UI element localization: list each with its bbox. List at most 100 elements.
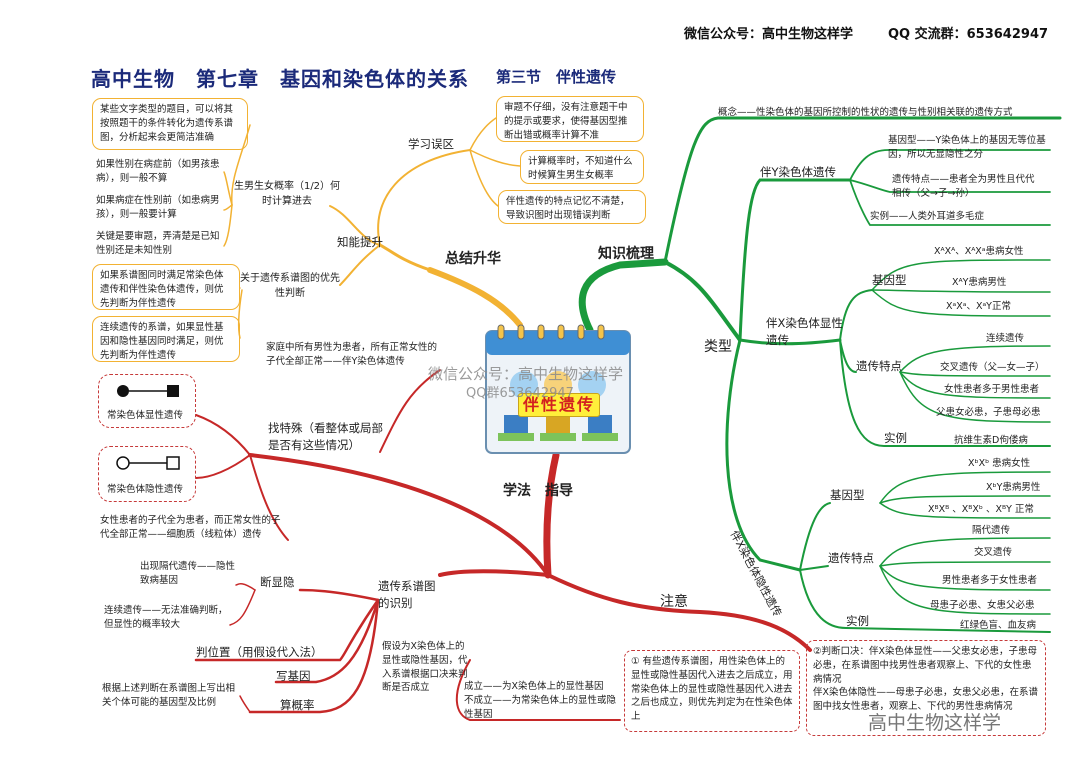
link-to-mistakes [377, 149, 471, 246]
link-xb-trait [799, 565, 829, 571]
xb-trait-3: 男性患者多于女性患者 [942, 575, 1038, 586]
watermark-center-2: QQ群653642947 [466, 386, 574, 401]
xr-example: 抗维生素D佝偻病 [954, 435, 1028, 446]
female-all: 女性患者的子代全为患者，而正常女性的子代全部正常——细胞质（线粒体）遗传 [100, 515, 281, 540]
xb-trait-2: 交叉遗传 [974, 547, 1013, 558]
priority-label: 关于遗传系谱图的优先性判断 [240, 273, 340, 299]
link-mistake-2 [469, 149, 521, 167]
note-item-1: ① 有些遗传系谱图，用性染色体上的显性或隐性基因代入进去之后成立，用常染色体上的… [624, 650, 800, 732]
xr-trait-4: 父患女必患，子患母必患 [936, 407, 1041, 418]
central-calendar-image: 伴性遗传 [484, 323, 632, 455]
xb-genotype-label: 基因型 [830, 488, 865, 502]
link-xr-t2 [899, 371, 1051, 377]
link-female-all [249, 454, 289, 541]
pedigree-dominant-icon [117, 385, 179, 397]
assume-text: 假设为X染色体上的显性或隐性基因，代入系谱根据口决来判断是否成立 [382, 641, 468, 694]
mistakes-label: 学习误区 [408, 137, 454, 151]
link-prob-calc [248, 598, 380, 714]
pedigree-recessive-icon [116, 456, 180, 470]
prob-calc-label: 算概率 [280, 698, 315, 712]
mistake-2: 计算概率时，不知道什么时候算生男生女概率 [520, 150, 644, 184]
link-assume [455, 659, 621, 721]
link-types [663, 260, 742, 342]
xb-genotype-2: XᵇY患病男性 [986, 482, 1041, 493]
genotype-write-label: 写基因 [276, 669, 311, 683]
link-mistake-1 [469, 117, 497, 151]
knowledge-main-branch [578, 258, 669, 334]
link-mistake-3 [469, 149, 499, 207]
link-dom-2 [229, 589, 256, 626]
branch-summary: 总结升华 [445, 251, 501, 267]
link-xb-t4 [879, 565, 1051, 615]
prob-calc-text: 根据上述判断在系谱图上写出相关个体可能的基因型及比例 [102, 683, 236, 708]
dominance-item-2: 连续遗传——无法准确判断，但显性的概率较大 [104, 605, 228, 630]
mistake-1: 审题不仔细，没有注意题干中的提示或要求，使得基因型推断出错或概率计算不准 [496, 96, 644, 142]
xb-trait-label: 遗传特点 [828, 551, 874, 565]
xr-genotype-label: 基因型 [872, 273, 907, 287]
xb-trait-4: 母患子必患、女患父必患 [930, 600, 1035, 611]
pedigree-recessive-box: 常染色体隐性遗传 [98, 446, 196, 502]
dominance-item-1: 出现隔代遗传——隐性致病基因 [140, 561, 236, 586]
xb-genotype-1: XᵇXᵇ 患病女性 [968, 458, 1031, 469]
link-xr-t4 [899, 371, 1051, 423]
link-y-2 [849, 179, 1051, 193]
qq-group: QQ 交流群：653642947 [888, 27, 1049, 42]
find-top: 家庭中所有男性为患者，所有正常女性的子代全部正常——伴Y染色体遗传 [266, 342, 438, 367]
recessive-label: 常染色体隐性遗传 [107, 484, 184, 495]
link-xb-g1 [879, 471, 1051, 504]
prob-label: 生男生女概率（1/2）何时计算进去 [233, 181, 341, 207]
link-dominant [195, 414, 251, 456]
link-prob-text [239, 695, 251, 713]
link-y-1 [849, 149, 1051, 181]
branch-method: 学法 指导 [503, 483, 573, 499]
section-title: 第三节 伴性遗传 [496, 68, 617, 86]
xr-trait-2: 交叉遗传（父—女—子） [940, 362, 1045, 373]
xr-genotype-1: XᴬXᴬ、XᴬXᵃ患病女性 [934, 246, 1024, 257]
x-dominant-label: 伴X染色体显性遗传 [766, 316, 843, 347]
y-example: 实例——人类外耳道多毛症 [870, 211, 985, 222]
link-find-top [379, 369, 441, 453]
link-xb-t3 [879, 565, 1051, 591]
link-xr-g2 [871, 289, 1051, 293]
branch-note: 注意 [660, 594, 688, 610]
summary-first-item: 某些文字类型的题目，可以将其按照题干的条件转化为遗传系谱图，分析起来会更简洁准确 [92, 98, 248, 150]
dominance-label: 断显隐 [260, 575, 295, 589]
ability-label: 知能提升 [337, 235, 383, 249]
wechat-account: 微信公众号：高中生物这样学 [684, 27, 854, 42]
y-linked-label: 伴Y染色体遗传 [760, 165, 837, 179]
link-prob-1 [223, 171, 233, 206]
link-xr-t3 [899, 371, 1051, 399]
priority-item-1: 如果系谱图同时满足常染色体遗传和伴性染色体遗传，则优先判断为伴性遗传 [92, 264, 240, 310]
link-xr-t1 [899, 345, 1051, 373]
link-xr-example [839, 339, 1051, 447]
link-xr-geno [839, 289, 873, 341]
link-xb-g3 [879, 502, 1051, 519]
xb-genotype-3: XᴮXᴮ 、XᴮXᵇ 、XᴮY 正常 [928, 504, 1034, 515]
xr-trait-3: 女性患者多于男性患者 [944, 384, 1040, 395]
page-title: 高中生物 第七章 基因和染色体的关系 [91, 67, 469, 91]
position-label: 判位置（用假设代入法） [196, 645, 323, 659]
y-trait: 遗传特点——患者全为男性且代代相传（父→子→孙） [892, 174, 1035, 199]
calendar-icon [485, 324, 631, 454]
mistake-3: 伴性遗传的特点记忆不清楚，导致识图时出现错误判断 [498, 190, 646, 224]
pedigree-label: 遗传系谱图的识别 [378, 579, 436, 610]
link-to-priority [339, 244, 381, 286]
link-xr-g3 [871, 289, 1051, 317]
prob-item-3: 关键是要审题，弄清楚是已知性别还是未知性别 [96, 231, 220, 256]
method-main-branch [543, 451, 560, 579]
link-xr-g1 [871, 259, 1051, 291]
summary-to-ability [378, 243, 432, 272]
xr-trait-label: 遗传特点 [856, 359, 902, 373]
xb-trait-1: 隔代遗传 [972, 525, 1011, 536]
xb-example-label: 实例 [846, 614, 869, 628]
link-find [248, 453, 550, 577]
link-concept [663, 116, 1062, 264]
link-xb-t1 [879, 537, 1051, 567]
xr-trait-1: 连续遗传 [986, 333, 1025, 344]
link-y-3 [849, 179, 1051, 226]
watermark-corner: 高中生物这样学 [868, 712, 1002, 734]
link-xb-geno [799, 502, 831, 571]
link-y [738, 178, 852, 342]
branch-types: 类型 [704, 339, 732, 355]
